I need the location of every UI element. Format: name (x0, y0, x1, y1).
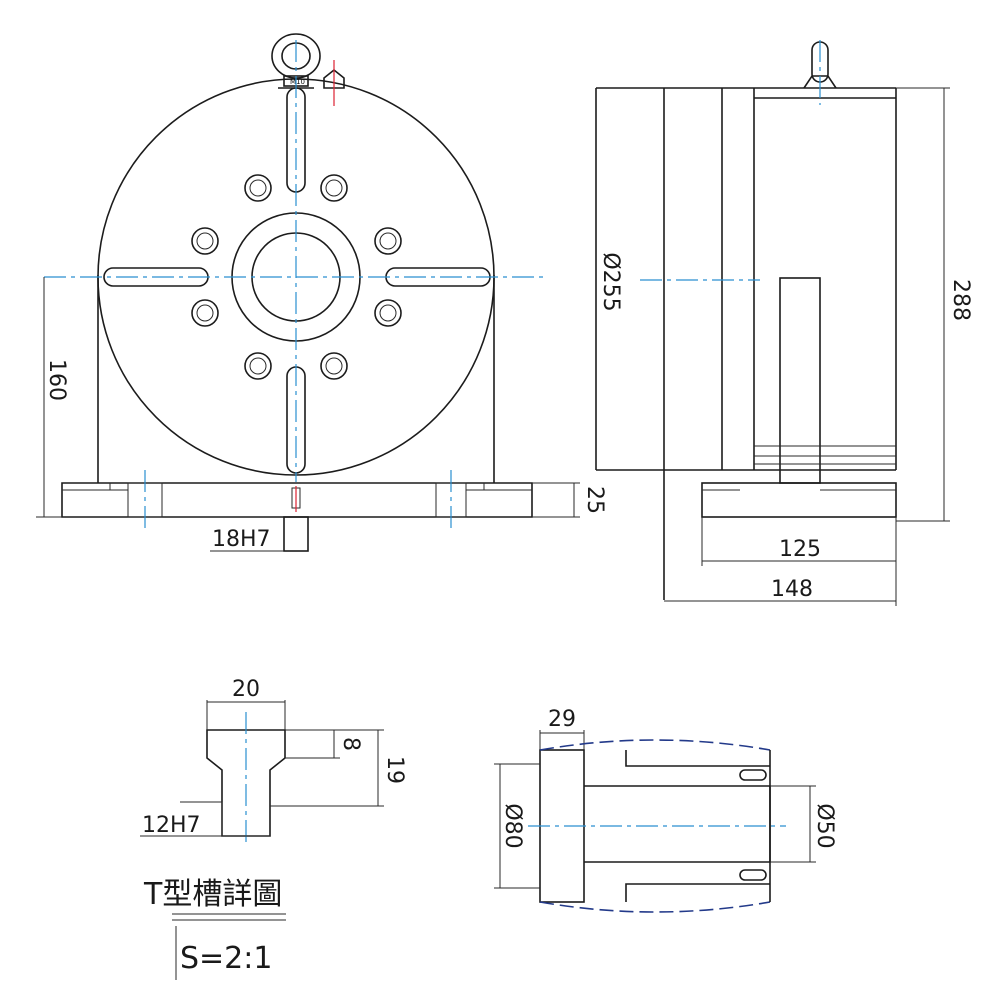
t-slot-detail: 20 8 19 12H7 T型槽詳圖 S=2:1 (140, 677, 407, 980)
dim-80: Ø80 (500, 803, 525, 848)
dim-160: 160 (44, 359, 69, 401)
dim-19: 19 (382, 756, 407, 784)
dim-125: 125 (779, 537, 821, 562)
detail-title: T型槽詳圖 (143, 877, 282, 912)
dim-18h7: 18H7 (212, 527, 271, 552)
grease-nipple-icon (323, 60, 345, 106)
dim-288: 288 (948, 279, 973, 321)
side-view: Ø255 288 125 148 (595, 40, 973, 606)
dim-50: Ø50 (812, 803, 837, 848)
dim-255: Ø255 (598, 252, 623, 311)
dim-12h7: 12H7 (142, 813, 201, 838)
dim-29: 29 (548, 707, 576, 732)
dim-20: 20 (232, 677, 260, 702)
dim-8: 8 (338, 737, 363, 751)
bolt-holes (191, 174, 402, 380)
shaft-detail: 29 Ø80 Ø50 (494, 707, 837, 913)
eyebolt-label: M10 (290, 78, 305, 86)
front-view: M10 160 25 18H7 (36, 33, 607, 552)
dim-25: 25 (582, 486, 607, 514)
dim-148: 148 (771, 577, 813, 602)
detail-scale: S=2:1 (180, 941, 272, 976)
